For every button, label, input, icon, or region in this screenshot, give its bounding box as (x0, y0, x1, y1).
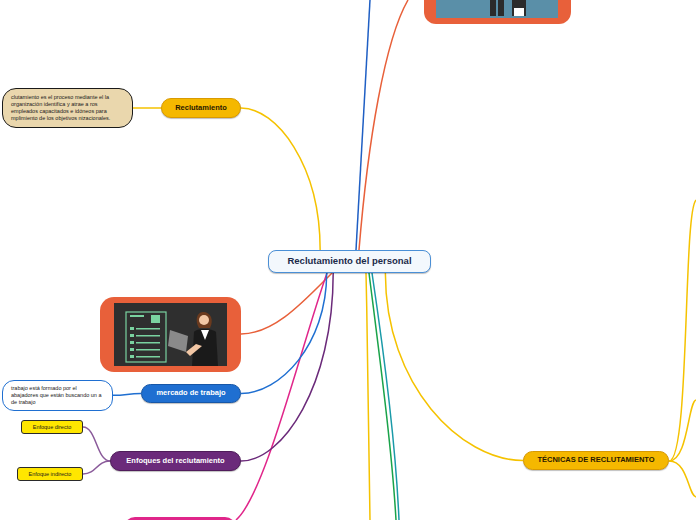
note-text: trabajo está formado por el abajadores q… (11, 385, 104, 406)
top-illustration (424, 0, 571, 24)
branch-connector (241, 108, 320, 250)
node-label: Reclutamiento (175, 104, 227, 112)
node-label: Enfoque directo (33, 424, 72, 430)
node-label: Reclutamiento del personal (287, 256, 411, 266)
node-label: Enfoque indirecto (29, 471, 72, 477)
subtopic-box: Enfoque directo (21, 420, 83, 434)
note-text: clutamiento es el proceso mediante el la… (11, 94, 124, 122)
branch-lines (236, 0, 696, 520)
branch-connector (385, 273, 523, 461)
branch-connector (83, 461, 110, 474)
branch-connector (83, 427, 110, 461)
person-illustration (100, 297, 241, 372)
branch-connector (113, 394, 141, 396)
node-label: TÉCNICAS DE RECLUTAMIENTO (537, 456, 654, 464)
topic-pill: Enfoques del reclutamiento (110, 451, 241, 471)
node-label: mercado de trabajo (156, 389, 225, 397)
branch-connector (133, 107, 161, 109)
node-label: Enfoques del reclutamiento (126, 457, 224, 465)
central-topic: Reclutamiento del personal (268, 250, 431, 273)
topic-pill: Reclutamiento (161, 98, 241, 118)
branch-connector (241, 273, 327, 394)
note-box: clutamiento es el proceso mediante el la… (2, 88, 133, 128)
topic-pill: mercado de trabajo (141, 384, 241, 403)
subtopic-box: Enfoque indirecto (17, 467, 83, 481)
branch-connector (241, 273, 333, 461)
pink-pill (124, 517, 236, 520)
topic-pill: TÉCNICAS DE RECLUTAMIENTO (523, 451, 669, 470)
note-box: trabajo está formado por el abajadores q… (2, 380, 113, 411)
